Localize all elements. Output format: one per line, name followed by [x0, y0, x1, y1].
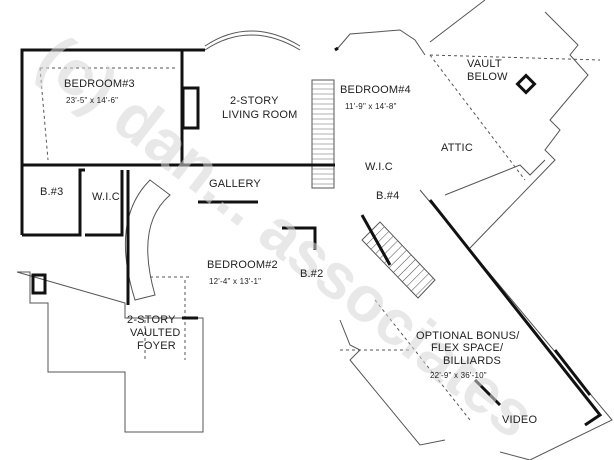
- living-room-label-2: LIVING ROOM: [222, 109, 298, 121]
- attic-step: [444, 159, 546, 196]
- vault-label-2: BELOW: [467, 71, 508, 83]
- living-room-label-1: 2-STORY: [230, 95, 279, 107]
- bath2-label: B.#2: [300, 268, 324, 280]
- vault-label-1: VAULT: [467, 58, 502, 70]
- stair-tread: [406, 268, 426, 287]
- fireplace: [181, 86, 200, 130]
- attic-hip-line: [429, 54, 526, 181]
- bonus-label-1: OPTIONAL BONUS/: [416, 330, 520, 342]
- stair-tread: [411, 272, 430, 292]
- video-label: VIDEO: [502, 414, 538, 426]
- bedroom2-size: 12'-4" x 13'-1": [209, 277, 262, 286]
- bedroom3-size: 23'-5" x 14'-6": [66, 96, 119, 105]
- bonus-size: 22'-9" x 36'-10": [430, 371, 487, 380]
- foyer-label-2: VAULTED: [130, 327, 181, 339]
- foyer-label-3: FOYER: [137, 340, 176, 352]
- stair-tread: [393, 254, 412, 273]
- wic4-label: W.I.C: [365, 161, 393, 173]
- stair-tread: [397, 258, 417, 278]
- bedroom4-wall: [334, 46, 339, 52]
- chimney: [515, 73, 537, 95]
- bath4-label: B.#4: [376, 190, 400, 202]
- stair-tread: [415, 277, 434, 296]
- bedroom4-label: BEDROOM#4: [340, 84, 411, 96]
- wic3-label: W.I.C: [92, 191, 120, 203]
- gallery-label: GALLERY: [209, 178, 261, 190]
- vault-outline: [429, 0, 486, 43]
- bedroom2-label: BEDROOM#2: [207, 259, 278, 271]
- stair-tread: [366, 226, 385, 245]
- bonus-label-2: FLEX SPACE/: [431, 342, 504, 354]
- bath3-label: B.#3: [40, 186, 64, 198]
- living-room-bay: [204, 34, 301, 51]
- stair-tread: [375, 235, 394, 255]
- bonus-wall: [428, 199, 603, 427]
- vault-right-outline: [469, 11, 589, 249]
- bonus-label-3: BILLIARDS: [443, 355, 502, 367]
- attic-label: ATTIC: [441, 142, 473, 154]
- bedroom4-size: 11'-9" x 14'-8": [345, 102, 397, 111]
- lower-left-outline: [16, 271, 204, 433]
- stair-tread: [402, 263, 421, 282]
- bedroom3-label: BEDROOM#3: [64, 78, 135, 90]
- stair-tread: [370, 231, 390, 250]
- foyer-label-1: 2-STORY: [127, 314, 176, 326]
- curved-stair: [124, 179, 171, 301]
- stair-tread: [388, 249, 408, 269]
- stair-tread: [379, 240, 399, 259]
